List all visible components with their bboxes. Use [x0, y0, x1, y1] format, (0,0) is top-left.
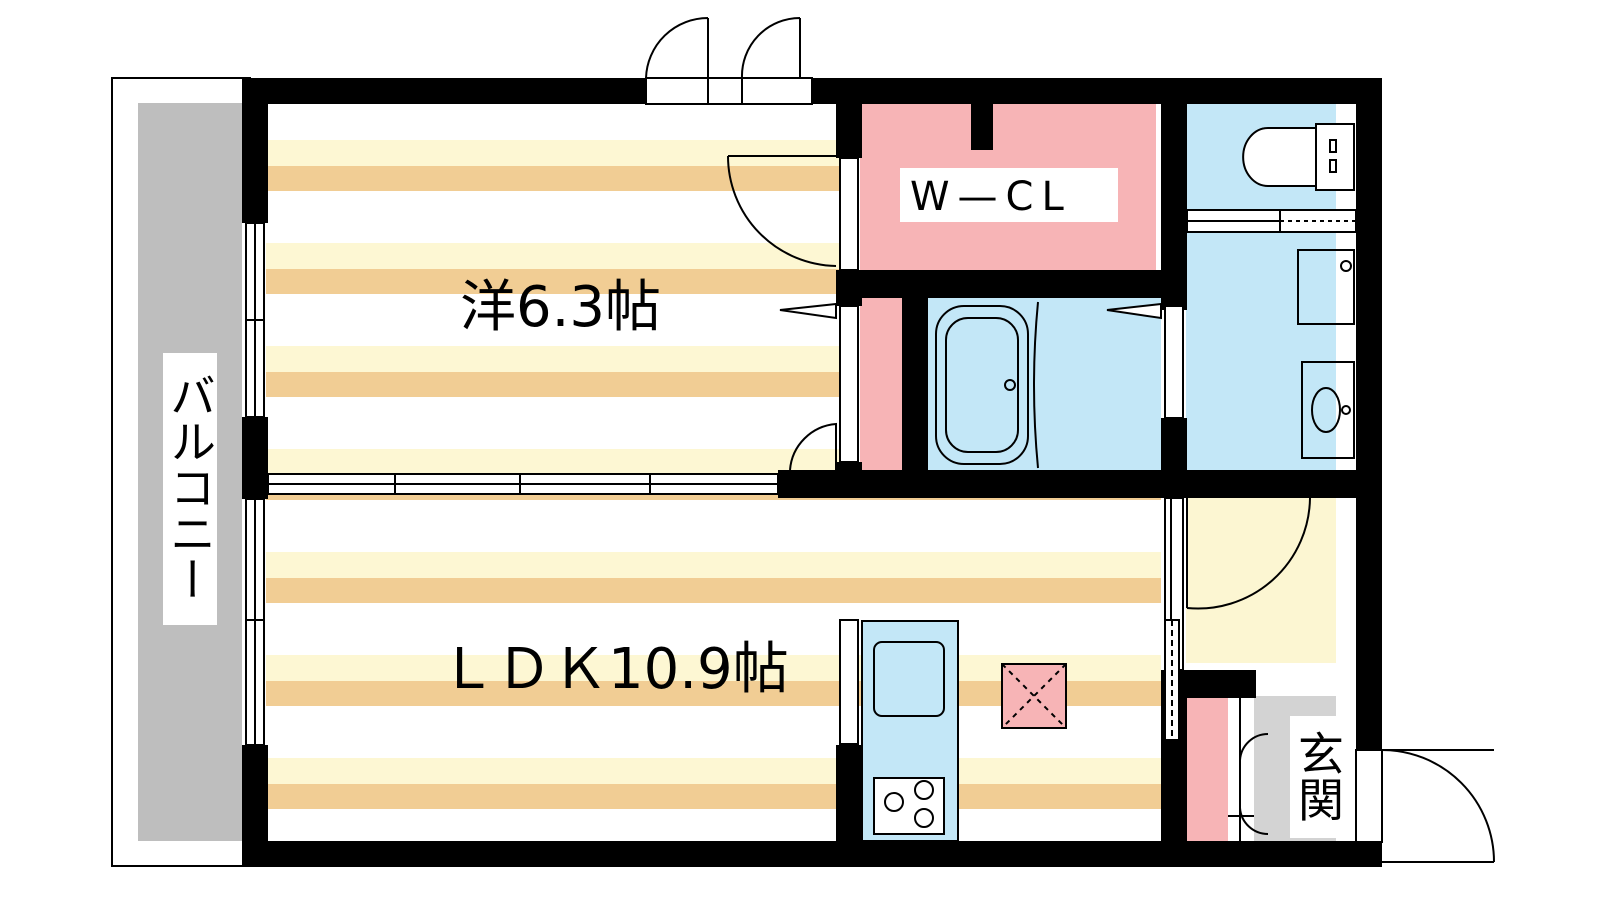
western-room-floor: [266, 103, 840, 475]
western-room-label: 洋6.3帖: [460, 275, 661, 340]
refrigerator-space-icon: [1001, 663, 1067, 729]
washing-machine-icon: [1297, 249, 1355, 325]
kitchen-sink-icon: [873, 641, 945, 717]
wash-basin-icon: [1301, 361, 1355, 459]
hallway-floor: [1186, 498, 1336, 663]
closet-door-swing[interactable]: [727, 155, 859, 271]
walk-in-closet-label: W—CL: [910, 174, 1072, 220]
ldk-side-sliding-door[interactable]: [1164, 619, 1180, 741]
sliding-door-partition[interactable]: [267, 473, 779, 495]
toilet-icon: [1242, 123, 1355, 191]
window-west: [245, 222, 265, 746]
bathroom-door[interactable]: [1106, 302, 1184, 419]
kitchen-counter: [839, 619, 959, 842]
ldk-label: ＬＤＫ10.9帖: [440, 637, 789, 702]
shoe-closet: [1186, 696, 1228, 862]
bathtub-icon: [935, 301, 1039, 469]
balcony: [111, 77, 251, 867]
washroom-floor: [1186, 232, 1336, 474]
storage-strip: [860, 298, 902, 474]
stove-icon: [873, 777, 945, 835]
balcony-label: バルコニー: [163, 372, 217, 602]
front-door[interactable]: [1355, 749, 1495, 863]
entrance-shoe-door[interactable]: [1228, 696, 1269, 862]
bathroom-floor: [926, 298, 1161, 474]
top-doors[interactable]: [645, 17, 813, 105]
entrance-label: 玄関: [1291, 730, 1345, 822]
toilet-door[interactable]: [1186, 209, 1357, 233]
storage-door[interactable]: [779, 302, 859, 471]
